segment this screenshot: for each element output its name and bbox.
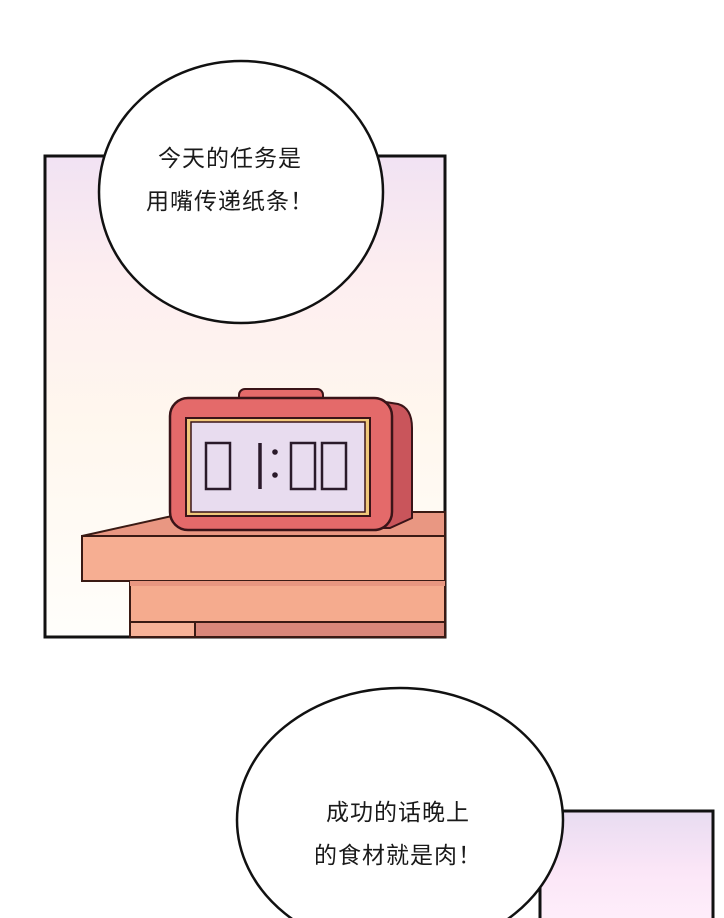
panel-2 bbox=[538, 809, 715, 918]
speech-bubble-2 bbox=[235, 686, 565, 918]
speech-bubble-2-text: 成功的话晚上 的食材就是肉！ bbox=[262, 792, 534, 878]
bubble-2-line-2: 的食材就是肉！ bbox=[314, 843, 482, 869]
speech-bubble-1 bbox=[97, 59, 385, 325]
speech-bubble-1-text: 今天的任务是 用嘴传递纸条！ bbox=[100, 138, 360, 224]
bubble-1-line-2: 用嘴传递纸条！ bbox=[146, 189, 314, 215]
bubble-2-line-1: 成功的话晚上 bbox=[326, 800, 470, 826]
bubble-1-line-1: 今天的任务是 bbox=[158, 146, 302, 172]
alarm-clock bbox=[168, 388, 413, 532]
